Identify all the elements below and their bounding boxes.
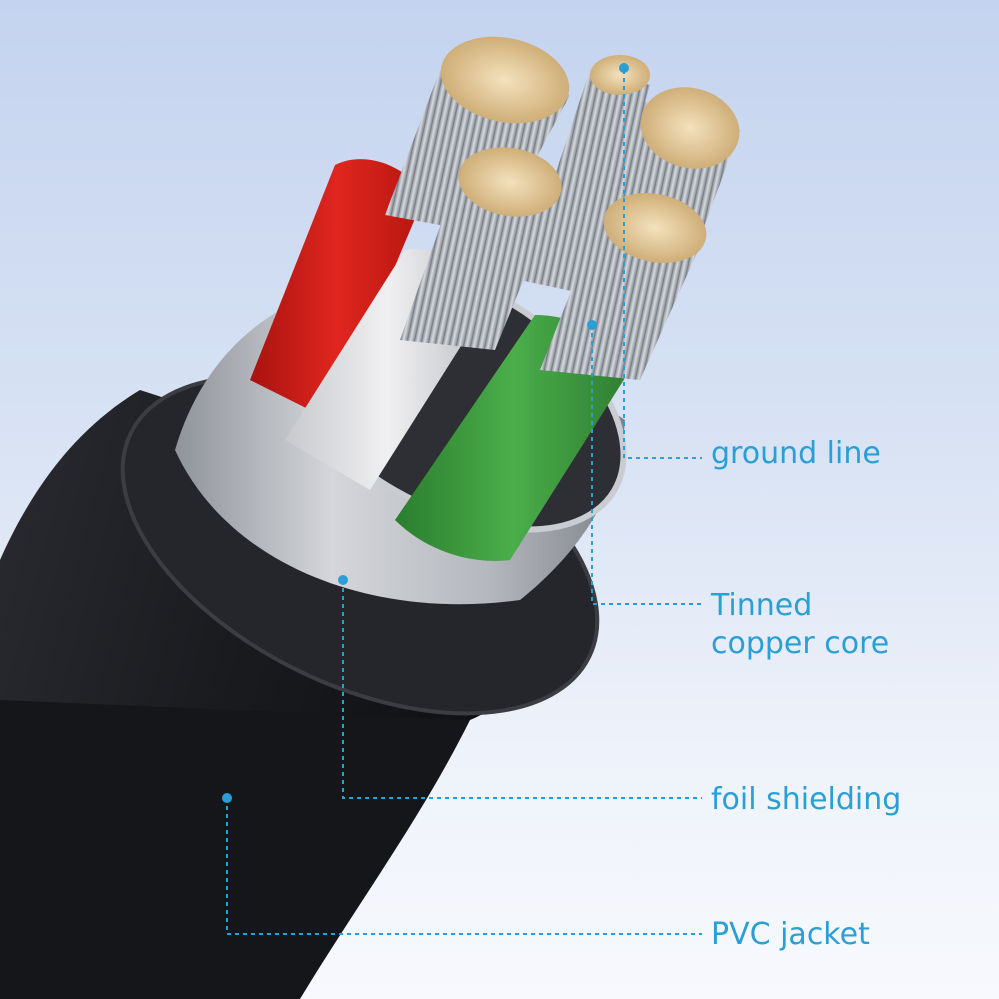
red-wire [250,159,425,421]
tinned-core-text-line1: Tinned [711,588,813,623]
tinned-copper-core-label: Tinned copper core [711,587,889,663]
pvc-jacket-text: PVC jacket [711,917,870,952]
green-wire [395,315,630,561]
foil-dot [338,575,348,585]
ground-line-label: ground line [711,435,881,473]
foil-shielding-text: foil shielding [711,782,902,817]
foil-shielding-label: foil shielding [711,781,901,819]
pvc-dot [222,793,232,803]
foil-leader [342,580,702,799]
ground-line-text: ground line [711,436,881,471]
pvc-jacket-label: PVC jacket [711,916,870,954]
ground-dot [619,63,629,73]
ground-leader [623,70,702,459]
tinned-leader [591,325,702,605]
strand-bundle-2 [520,70,650,295]
tinned-core-text-line2: copper core [711,626,890,661]
tinned-dot [587,320,597,330]
pvc-leader [226,798,702,935]
pvc-jacket-lower [0,700,470,999]
copper-tips [440,36,740,263]
